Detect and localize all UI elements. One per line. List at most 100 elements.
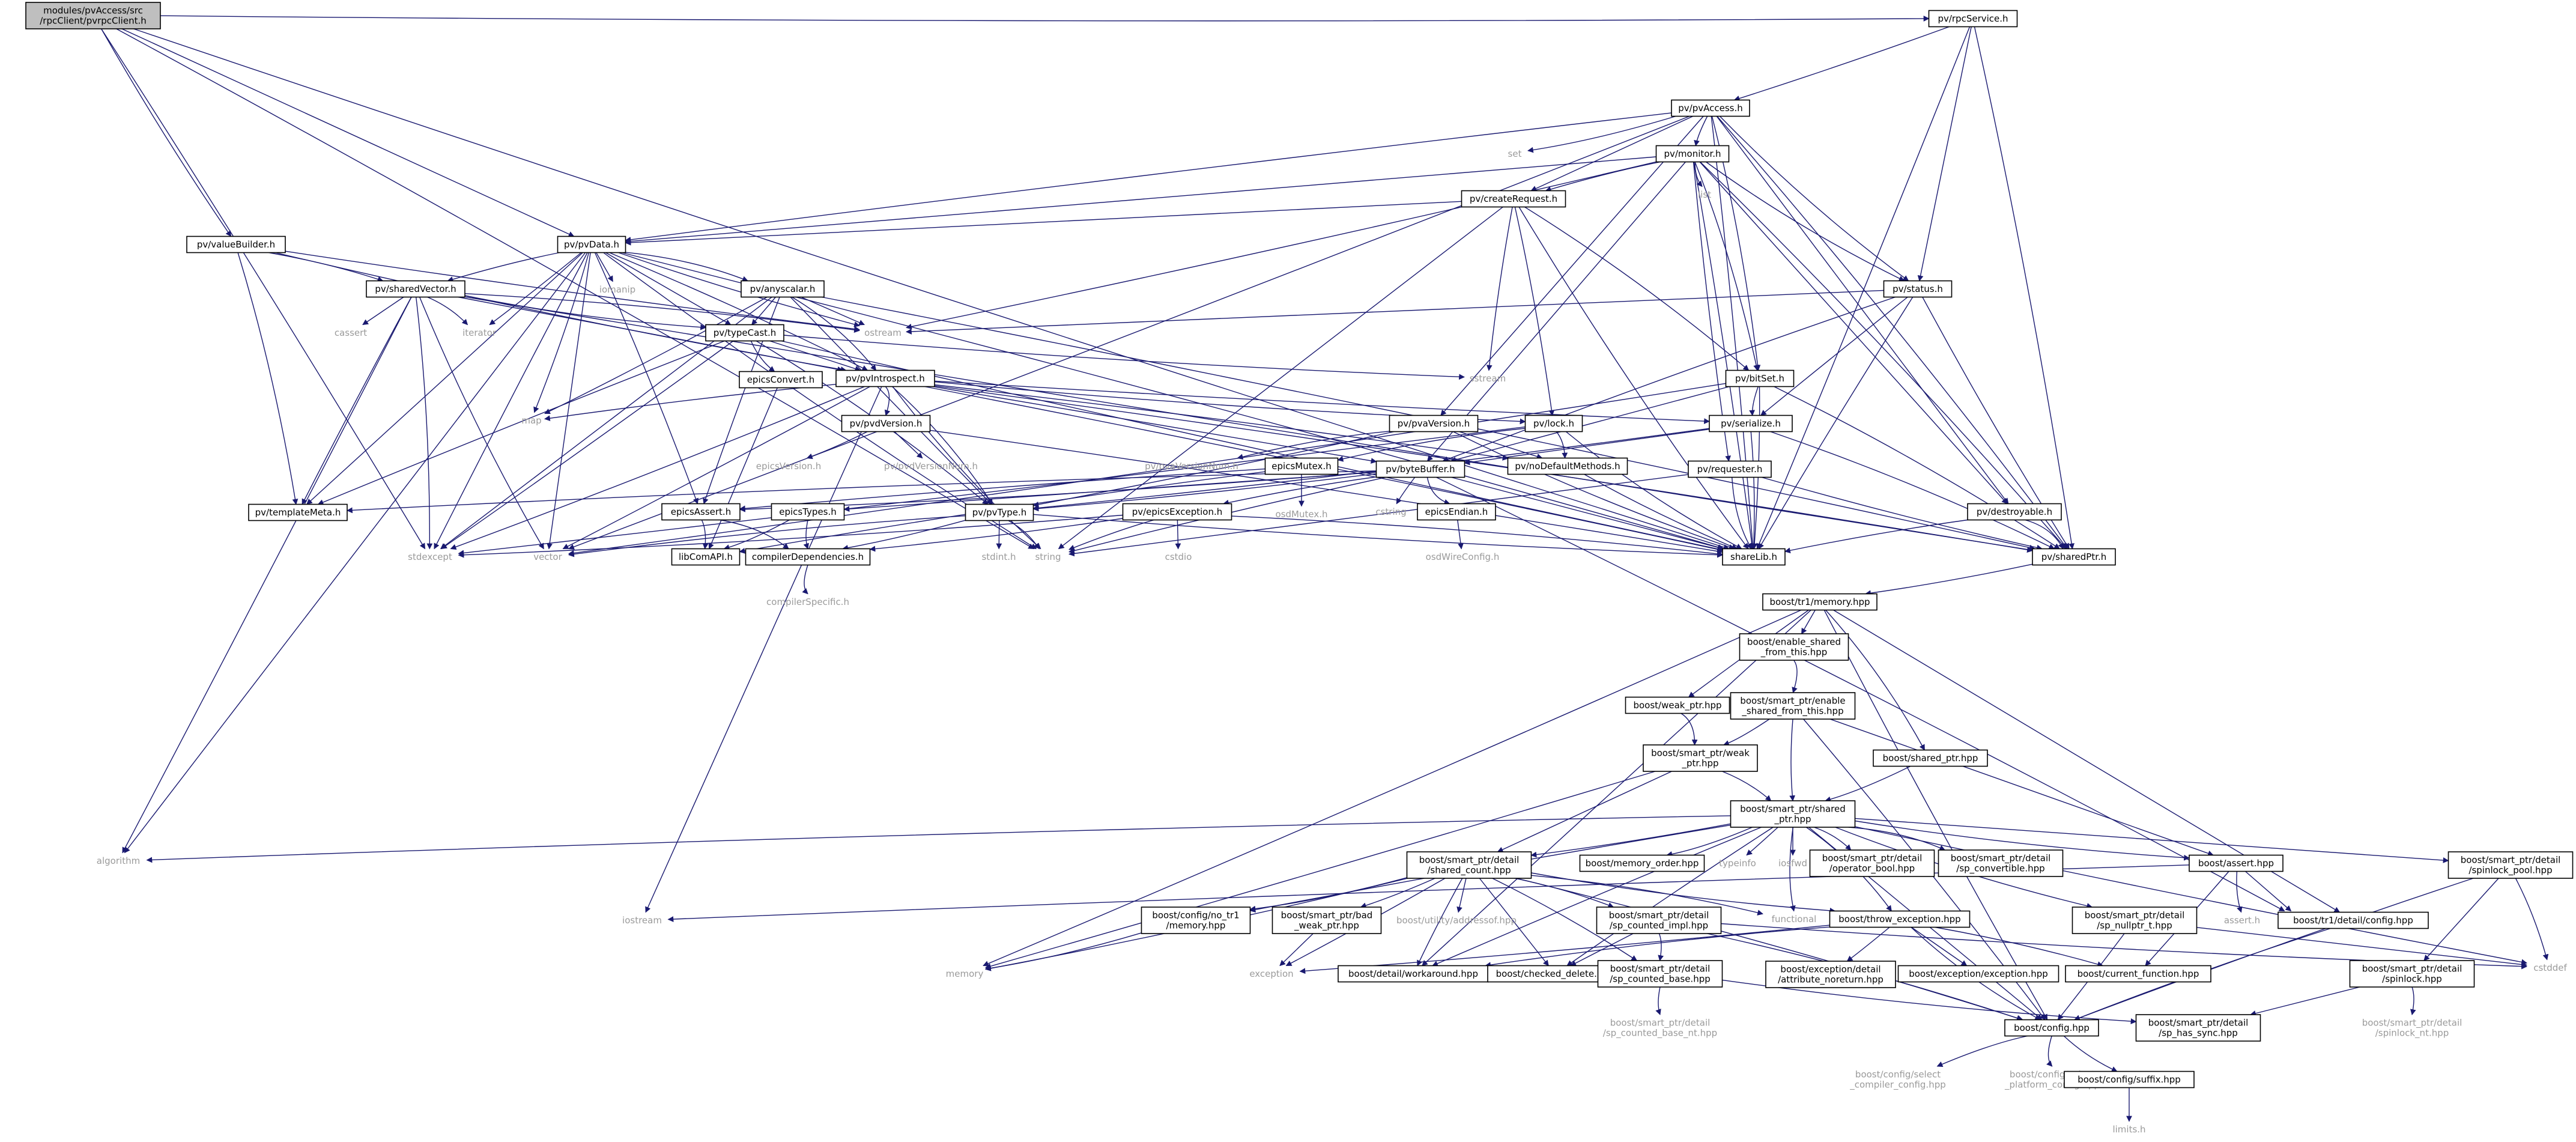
node-box-spCountedBase[interactable] <box>1597 960 1723 988</box>
node-box-monitor[interactable] <box>1655 145 1730 163</box>
node-enableShared[interactable]: boost/enable_shared_from_this.hpp <box>1739 633 1849 661</box>
node-box-enableShared[interactable] <box>1739 633 1849 661</box>
node-weakPtr[interactable]: boost/weak_ptr.hpp <box>1625 696 1730 714</box>
node-spConvertible[interactable]: boost/smart_ptr/detail/sp_convertible.hp… <box>1938 849 2064 877</box>
node-box-badWeakPtr[interactable] <box>1271 907 1382 934</box>
node-epicsAssert[interactable]: epicsAssert.h <box>661 503 741 521</box>
node-pvaVersion[interactable]: pv/pvaVersion.h <box>1389 415 1479 433</box>
node-memoryOrder[interactable]: boost/memory_order.hpp <box>1579 854 1705 872</box>
node-sharedPtr[interactable]: pv/sharedPtr.h <box>2032 548 2116 566</box>
node-spNullptr[interactable]: boost/smart_ptr/detail/sp_nullptr_t.hpp <box>2071 907 2198 934</box>
node-box-destroyable[interactable] <box>1967 503 2062 521</box>
node-tr1Config[interactable]: boost/tr1/detail/config.hpp <box>2277 911 2429 929</box>
node-operatorBool[interactable]: boost/smart_ptr/detail/operator_bool.hpp <box>1809 849 1935 877</box>
node-sharedPtrHpp[interactable]: boost/shared_ptr.hpp <box>1873 749 1988 767</box>
node-box-bitSet[interactable] <box>1725 369 1795 387</box>
node-libComAPI[interactable]: libComAPI.h <box>671 548 741 566</box>
node-box-lock[interactable] <box>1524 415 1583 433</box>
node-spSharedPtr[interactable]: boost/smart_ptr/shared_ptr.hpp <box>1730 800 1856 828</box>
node-box-spinlock[interactable] <box>2349 960 2475 988</box>
node-epicsTypes[interactable]: epicsTypes.h <box>771 503 845 521</box>
node-box-assertHpp[interactable] <box>2189 854 2284 872</box>
node-box-config[interactable] <box>2004 1019 2099 1037</box>
node-spCountedBase[interactable]: boost/smart_ptr/detail/sp_counted_base.h… <box>1597 960 1723 988</box>
node-box-attrNoreturn[interactable] <box>1765 961 1896 988</box>
node-epicsMutex[interactable]: epicsMutex.h <box>1264 457 1339 475</box>
node-pvAnyscalar[interactable]: pv/anyscalar.h <box>741 280 825 298</box>
node-box-pvAccess[interactable] <box>1671 99 1750 117</box>
node-config[interactable]: boost/config.hpp <box>2004 1019 2099 1037</box>
node-box-tr1Config[interactable] <box>2277 911 2429 929</box>
node-box-byteBuffer[interactable] <box>1375 460 1465 478</box>
node-spCountedImpl[interactable]: boost/smart_ptr/detail/sp_counted_impl.h… <box>1596 907 1722 934</box>
node-box-serialize[interactable] <box>1709 415 1793 433</box>
node-pvData[interactable]: pv/pvData.h <box>557 235 626 254</box>
node-attrNoreturn[interactable]: boost/exception/detail/attribute_noretur… <box>1765 961 1896 988</box>
node-box-spCountedImpl[interactable] <box>1596 907 1722 934</box>
node-badWeakPtr[interactable]: boost/smart_ptr/bad_weak_ptr.hpp <box>1271 907 1382 934</box>
node-box-pvType[interactable] <box>965 503 1034 521</box>
node-box-throwException[interactable] <box>1829 910 1971 928</box>
node-box-epicsAssert[interactable] <box>661 503 741 521</box>
node-sharedVector[interactable]: pv/sharedVector.h <box>366 280 465 298</box>
node-box-exceptionHpp[interactable] <box>1897 965 2059 983</box>
node-pvdVersion[interactable]: pv/pvdVersion.h <box>841 415 931 433</box>
node-box-spHasSync[interactable] <box>2135 1014 2261 1042</box>
node-box-spNullptr[interactable] <box>2071 907 2198 934</box>
node-noTr1Memory[interactable]: boost/config/no_tr1/memory.hpp <box>1141 907 1251 934</box>
node-compilerDependencies[interactable]: compilerDependencies.h <box>745 548 871 566</box>
node-box-epicsException[interactable] <box>1122 503 1232 521</box>
node-spHasSync[interactable]: boost/smart_ptr/detail/sp_has_sync.hpp <box>2135 1014 2261 1042</box>
node-box-status[interactable] <box>1883 280 1953 298</box>
node-box-epicsConvert[interactable] <box>739 371 823 389</box>
node-noDefaultMethods[interactable]: pv/noDefaultMethods.h <box>1507 457 1628 475</box>
node-typeCast[interactable]: pv/typeCast.h <box>705 324 784 342</box>
node-root[interactable]: modules/pvAccess/src/rpcClient/pvrpcClie… <box>25 2 161 29</box>
node-spSharedCount[interactable]: boost/smart_ptr/detail/shared_count.hpp <box>1406 851 1532 879</box>
node-box-libComAPI[interactable] <box>671 548 741 566</box>
node-box-pvData[interactable] <box>557 235 626 254</box>
node-epicsException[interactable]: pv/epicsException.h <box>1122 503 1232 521</box>
node-box-epicsTypes[interactable] <box>771 503 845 521</box>
node-valueBuilder[interactable]: pv/valueBuilder.h <box>186 235 286 254</box>
node-box-sharedLib[interactable] <box>1722 548 1786 566</box>
node-box-sharedPtr[interactable] <box>2032 548 2116 566</box>
node-box-noDefaultMethods[interactable] <box>1507 457 1628 475</box>
node-box-weakPtr[interactable] <box>1625 696 1730 714</box>
node-requester[interactable]: pv/requester.h <box>1688 460 1772 478</box>
node-spinlock[interactable]: boost/smart_ptr/detail/spinlock.hpp <box>2349 960 2475 988</box>
node-box-valueBuilder[interactable] <box>186 235 286 254</box>
node-workaround[interactable]: boost/detail/workaround.hpp <box>1338 965 1489 983</box>
node-box-root[interactable] <box>25 2 161 29</box>
node-serialize[interactable]: pv/serialize.h <box>1709 415 1793 433</box>
node-suffix[interactable]: boost/config/suffix.hpp <box>2064 1071 2195 1089</box>
node-box-tr1memory[interactable] <box>1762 593 1877 611</box>
node-box-createRequest[interactable] <box>1461 190 1566 208</box>
node-box-spEnableShared[interactable] <box>1730 692 1856 720</box>
node-box-spWeakPtr[interactable] <box>1643 744 1758 772</box>
node-monitor[interactable]: pv/monitor.h <box>1655 145 1730 163</box>
node-box-spSpinlockPool[interactable] <box>2447 851 2574 879</box>
node-box-spSharedCount[interactable] <box>1406 851 1532 879</box>
node-tr1memory[interactable]: boost/tr1/memory.hpp <box>1762 593 1877 611</box>
node-box-operatorBool[interactable] <box>1809 849 1935 877</box>
node-spWeakPtr[interactable]: boost/smart_ptr/weak_ptr.hpp <box>1643 744 1758 772</box>
node-createRequest[interactable]: pv/createRequest.h <box>1461 190 1566 208</box>
node-box-memoryOrder[interactable] <box>1579 854 1705 872</box>
node-spEnableShared[interactable]: boost/smart_ptr/enable_shared_from_this.… <box>1730 692 1856 720</box>
node-bitSet[interactable]: pv/bitSet.h <box>1725 369 1795 387</box>
node-epicsConvert[interactable]: epicsConvert.h <box>739 371 823 389</box>
node-rpcService[interactable]: pv/rpcService.h <box>1928 10 2018 28</box>
node-pvType[interactable]: pv/pvType.h <box>965 503 1034 521</box>
node-box-pvaVersion[interactable] <box>1389 415 1479 433</box>
node-box-spSharedPtr[interactable] <box>1730 800 1856 828</box>
node-sharedLib[interactable]: shareLib.h <box>1722 548 1786 566</box>
node-box-pvdVersion[interactable] <box>841 415 931 433</box>
node-box-templateMeta[interactable] <box>248 503 348 521</box>
node-box-epicsMutex[interactable] <box>1264 457 1339 475</box>
node-currentFunction[interactable]: boost/current_function.hpp <box>2065 965 2211 983</box>
node-box-workaround[interactable] <box>1338 965 1489 983</box>
node-spSpinlockPool[interactable]: boost/smart_ptr/detail/spinlock_pool.hpp <box>2447 851 2574 879</box>
node-destroyable[interactable]: pv/destroyable.h <box>1967 503 2062 521</box>
node-epicsEndian[interactable]: epicsEndian.h <box>1417 503 1496 521</box>
